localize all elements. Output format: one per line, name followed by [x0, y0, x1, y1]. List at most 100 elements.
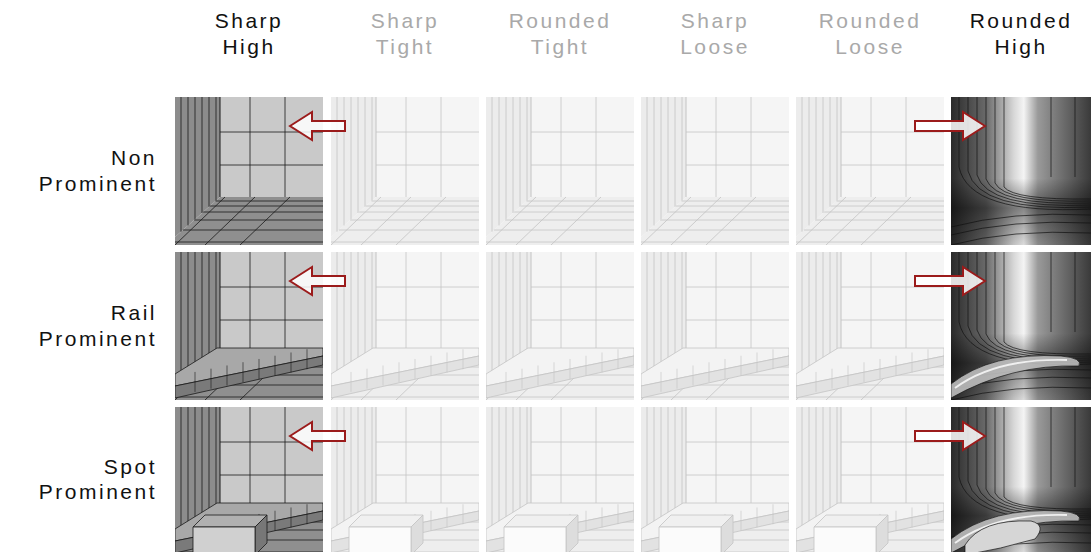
surface — [504, 515, 578, 527]
grid-line — [506, 372, 507, 392]
grid-line — [660, 220, 789, 221]
surface — [376, 252, 479, 352]
grid-line — [522, 369, 523, 389]
grid-line — [586, 511, 587, 531]
grid-line — [871, 97, 872, 197]
grid-line — [654, 252, 655, 380]
grid-line — [220, 475, 323, 476]
direction-arrow — [915, 112, 985, 140]
grid-line — [209, 407, 210, 517]
surface — [486, 356, 634, 398]
grid-line — [896, 511, 897, 531]
grid-line — [757, 507, 758, 527]
thumbnail — [486, 97, 634, 245]
thumbnail — [796, 252, 944, 400]
grid-line — [837, 407, 838, 511]
grid-line — [181, 252, 182, 387]
grid-line — [527, 407, 528, 511]
grid-line — [751, 407, 752, 507]
grid-line — [399, 362, 400, 382]
grid-line — [682, 201, 790, 202]
grid-line — [1004, 252, 1091, 354]
grid-line — [986, 407, 1091, 513]
grid-line — [596, 407, 597, 507]
grid-line — [220, 407, 221, 507]
grid-line — [1075, 252, 1076, 332]
grid-line — [250, 97, 251, 197]
grid-line — [527, 97, 528, 201]
grid-line — [830, 407, 831, 517]
grid-line — [951, 387, 1091, 400]
grid-line — [220, 252, 221, 352]
grid-line — [815, 220, 944, 221]
grid-line — [531, 407, 532, 507]
surface — [531, 252, 634, 352]
grid-line — [499, 407, 500, 535]
grid-line — [596, 252, 597, 352]
grid-line — [531, 97, 532, 197]
grid-line — [871, 407, 872, 507]
grid-line — [520, 252, 521, 362]
grid-line — [796, 242, 944, 243]
grid-line — [331, 197, 381, 245]
grid-line — [693, 365, 694, 385]
grid-line — [1004, 407, 1091, 509]
column-header: Rounded Loose — [819, 8, 922, 59]
grid-line — [447, 352, 448, 372]
grid-line — [505, 220, 634, 221]
grid-line — [216, 201, 324, 202]
grid-line — [220, 320, 323, 321]
grid-line — [912, 352, 913, 372]
direction-arrow — [290, 267, 345, 295]
grid-line — [396, 197, 446, 245]
grid-line — [986, 97, 1091, 203]
surface — [220, 407, 323, 507]
grid-line — [871, 252, 872, 352]
grid-line — [668, 252, 669, 368]
grid-line — [837, 97, 838, 201]
grid-line — [668, 97, 669, 213]
grid-line — [250, 407, 251, 507]
column-header: Sharp Loose — [680, 8, 750, 59]
grid-line — [647, 252, 648, 387]
grid-line — [513, 252, 514, 368]
direction-arrow — [915, 267, 985, 295]
grid-line — [210, 206, 323, 207]
grid-line — [365, 407, 366, 517]
grid-line — [376, 252, 377, 352]
grid-line — [647, 407, 648, 542]
grid-line — [243, 362, 244, 382]
grid-line — [977, 407, 1091, 515]
grid-line — [216, 97, 217, 201]
surface — [641, 197, 789, 245]
grid-line — [968, 252, 1091, 363]
grid-line — [959, 407, 1091, 520]
grid-line — [602, 507, 603, 527]
surface — [531, 97, 634, 197]
grid-line — [376, 442, 479, 443]
grid-line — [372, 407, 373, 511]
thumbnail — [331, 407, 479, 552]
grid-line — [561, 407, 562, 507]
grid-line — [570, 359, 571, 379]
column-header: Sharp High — [215, 8, 284, 59]
grid-line — [809, 252, 810, 380]
grid-line — [830, 97, 831, 207]
grid-line — [816, 372, 817, 392]
grid-line — [366, 206, 479, 207]
surface — [531, 407, 634, 507]
grid-line — [175, 397, 323, 398]
direction-arrow — [290, 422, 345, 450]
grid-line — [183, 230, 323, 231]
grid-line — [486, 397, 634, 398]
grid-line — [331, 242, 479, 243]
grid-line — [365, 97, 366, 207]
grid-line — [195, 252, 196, 374]
grid-line — [339, 230, 479, 231]
grid-line — [686, 475, 789, 476]
surface — [566, 515, 578, 552]
grid-line — [682, 97, 683, 201]
grid-line — [441, 407, 442, 507]
grid-line — [686, 97, 687, 197]
